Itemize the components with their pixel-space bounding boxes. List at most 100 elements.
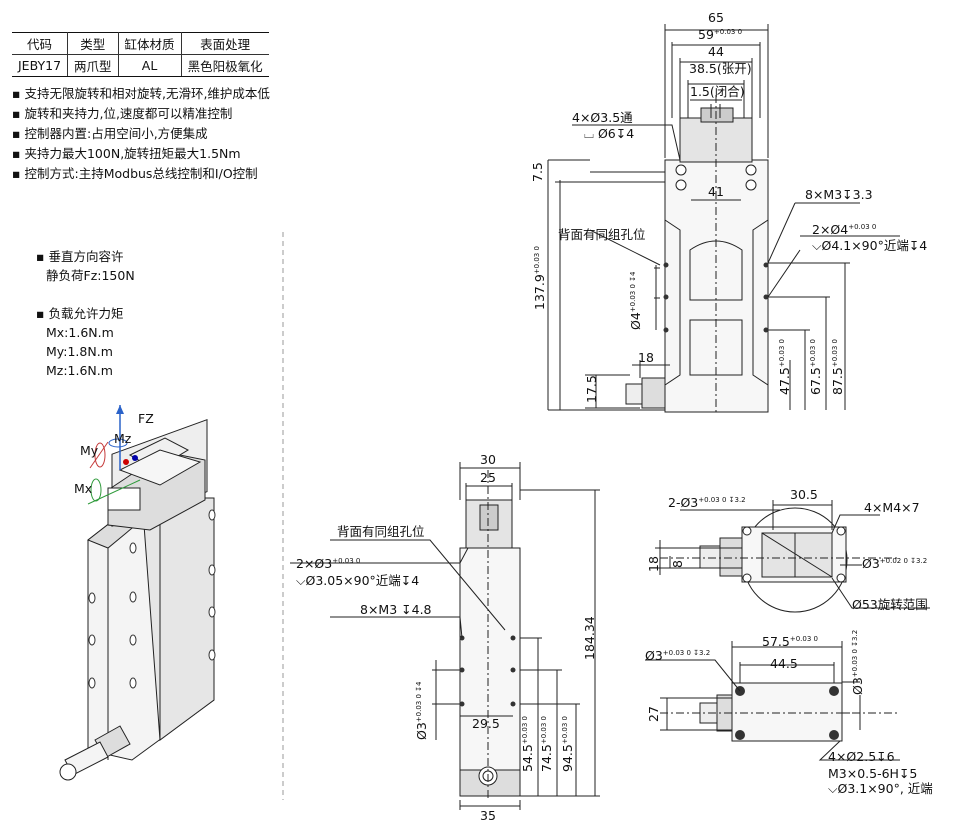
dim-18-top: 18 <box>646 556 661 572</box>
side-d3-value: Ø3 <box>414 722 430 740</box>
dim-1-5: 1.5(闭合) <box>690 84 745 99</box>
dim-137-9-tol: +0.03 0 <box>533 246 541 275</box>
dim-87-5-tol: +0.03 0 <box>831 339 839 368</box>
side-d3: Ø3+0.03 0 ↧4 <box>414 681 430 740</box>
spec-cell: 黑色阳极氧化 <box>181 54 269 77</box>
dim-87-5: 87.5+0.03 0 <box>830 339 846 395</box>
side-back-note: 背面有同组孔位 <box>337 524 425 539</box>
dim-18: 18 <box>638 350 654 365</box>
dim-57-5-tol: +0.03 0 <box>789 635 818 643</box>
top-hole-note: Ø3+0.02 0 ↧3.2 <box>862 557 928 571</box>
pin-note: 2×Ø4+0.03 0 <box>812 222 876 238</box>
dim-94-5-tol: +0.03 0 <box>561 716 569 745</box>
feature-list: 支持无限旋转和相对旋转,无滑环,维护成本低 旋转和夹持力,位,速度都可以精准控制… <box>12 84 270 184</box>
dim-59-tol: +0.03 0 <box>713 28 743 36</box>
spec-cell: AL <box>118 54 182 77</box>
dim-41: 41 <box>708 184 724 199</box>
top-pin-value: 2-Ø3 <box>668 495 699 511</box>
side-pin-tol: +0.03 0 <box>332 557 361 565</box>
dim-35: 35 <box>480 808 496 823</box>
mx-label: Mx <box>74 481 93 496</box>
pin-note-value: 2×Ø4 <box>812 222 849 238</box>
dim-27: 27 <box>646 706 661 722</box>
spec-cell: 两爪型 <box>67 54 119 77</box>
spec-table: 代码 类型 缸体材质 表面处理 JEBY17 两爪型 AL 黑色阳极氧化 <box>12 32 269 77</box>
dim-17-5: 17.5 <box>584 375 599 403</box>
dim-184-34: 184.34 <box>582 616 597 660</box>
dim-137-9: 137.9+0.03 0 <box>532 246 547 310</box>
moment-mx: Mx:1.6N.m <box>46 325 114 340</box>
vertical-load-title: 垂直方向容许 <box>36 247 135 266</box>
top-pin-note: 2-Ø3+0.03 0 ↧3.2 <box>668 495 746 511</box>
feature-item: 控制方式:主持Modbus总线控制和I/O控制 <box>12 164 270 184</box>
dim-54-5-tol: +0.03 0 <box>521 716 529 745</box>
top-hole-tol: +0.02 0 ↧3.2 <box>879 557 928 565</box>
dim-d4-value: Ø4 <box>628 312 644 330</box>
dim-67-5: 67.5+0.03 0 <box>808 339 824 395</box>
dim-59: 59+0.03 0 <box>698 27 743 43</box>
dim-74-5: 74.5+0.03 0 <box>539 716 554 772</box>
bottom-note-3: ⌵Ø3.1×90°, 近端 <box>828 781 933 796</box>
dim-57-5: 57.5+0.03 0 <box>762 634 818 650</box>
dim-30-5: 30.5 <box>790 487 818 502</box>
dim-74-5-tol: +0.03 0 <box>540 716 548 745</box>
dim-67-5-value: 67.5 <box>808 367 824 395</box>
feature-item: 支持无限旋转和相对旋转,无滑环,维护成本低 <box>12 84 269 104</box>
dim-44-5: 44.5 <box>770 656 798 671</box>
dim-67-5-tol: +0.03 0 <box>809 339 817 368</box>
dim-8-top: 8 <box>670 560 685 568</box>
m3-note: 8×M3↧3.3 <box>805 187 873 202</box>
moment-title: 负载允许力矩 <box>36 304 135 323</box>
dim-29-5: 29.5 <box>472 716 500 731</box>
dim-65: 65 <box>708 10 724 25</box>
side-m3-note: 8×M3 ↧4.8 <box>360 602 432 617</box>
bottom-right-tol: +0.03 0 ↧3.2 <box>851 629 859 678</box>
side-view <box>290 462 600 810</box>
spec-header: 缸体材质 <box>118 32 182 55</box>
bottom-right-value: Ø3 <box>850 677 866 695</box>
side-pin-value: 2×Ø3 <box>296 556 333 572</box>
top-view <box>655 500 930 613</box>
dim-87-5-value: 87.5 <box>830 367 846 395</box>
moment-my: My:1.8N.m <box>46 344 113 359</box>
bottom-view <box>645 641 900 761</box>
dim-d4-tol: +0.03 0 ↧4 <box>629 271 637 313</box>
feature-item: 夹持力最大100N,旋转扭矩最大1.5Nm <box>12 144 270 164</box>
dim-d4: Ø4+0.03 0 ↧4 <box>628 271 644 330</box>
side-pin-note: 2×Ø3+0.03 0 <box>296 556 361 572</box>
bottom-hole-note: Ø3+0.03 0 ↧3.2 <box>645 649 711 663</box>
mz-label: Mz <box>114 431 132 446</box>
dim-47-5-value: 47.5 <box>777 367 793 395</box>
feature-item: 控制器内置:占用空间小,方便集成 <box>12 124 270 144</box>
my-label: My <box>80 443 99 458</box>
load-spec: 垂直方向容许 静负荷Fz:150N 负载允许力矩 Mx:1.6N.m My:1.… <box>36 247 135 380</box>
rotation-range-note: Ø53旋转范围 <box>852 597 928 612</box>
bottom-hole-tol: +0.03 0 ↧3.2 <box>662 649 711 657</box>
top-pin-tol: +0.03 0 ↧3.2 <box>698 496 746 504</box>
fz-label: FZ <box>138 411 154 426</box>
dim-94-5: 94.5+0.03 0 <box>560 716 575 772</box>
dim-59-value: 59 <box>698 27 714 43</box>
dim-47-5-tol: +0.03 0 <box>778 339 786 368</box>
dim-25: 25 <box>480 470 496 485</box>
dim-57-5-value: 57.5 <box>762 634 790 650</box>
dim-44: 44 <box>708 44 724 59</box>
bottom-right-hole: Ø3+0.03 0 ↧3.2 <box>850 629 866 695</box>
dim-47-5: 47.5+0.03 0 <box>777 339 793 395</box>
front-view <box>547 24 900 415</box>
hole-top-note2: ⌴ Ø6↧4 <box>584 126 635 141</box>
hole-top-note: 4×Ø3.5通 <box>572 110 633 125</box>
pin-note2: ⌵Ø4.1×90°近端↧4 <box>812 238 928 253</box>
iso-gripper <box>59 405 216 781</box>
dim-54-5: 54.5+0.03 0 <box>520 716 536 772</box>
vertical-load-value: 静负荷Fz:150N <box>46 268 135 283</box>
bottom-note-2: M3×0.5-6H↧5 <box>828 766 918 781</box>
spec-cell: JEBY17 <box>12 54 69 77</box>
side-d3-tol: +0.03 0 ↧4 <box>415 681 423 723</box>
bottom-note-1: 4×Ø2.5↧6 <box>828 749 895 764</box>
dim-7-5: 7.5 <box>530 162 545 182</box>
dim-54-5-value: 54.5 <box>520 744 536 772</box>
moment-mz: Mz:1.6N.m <box>46 363 113 378</box>
back-note: 背面有同组孔位 <box>558 227 646 242</box>
